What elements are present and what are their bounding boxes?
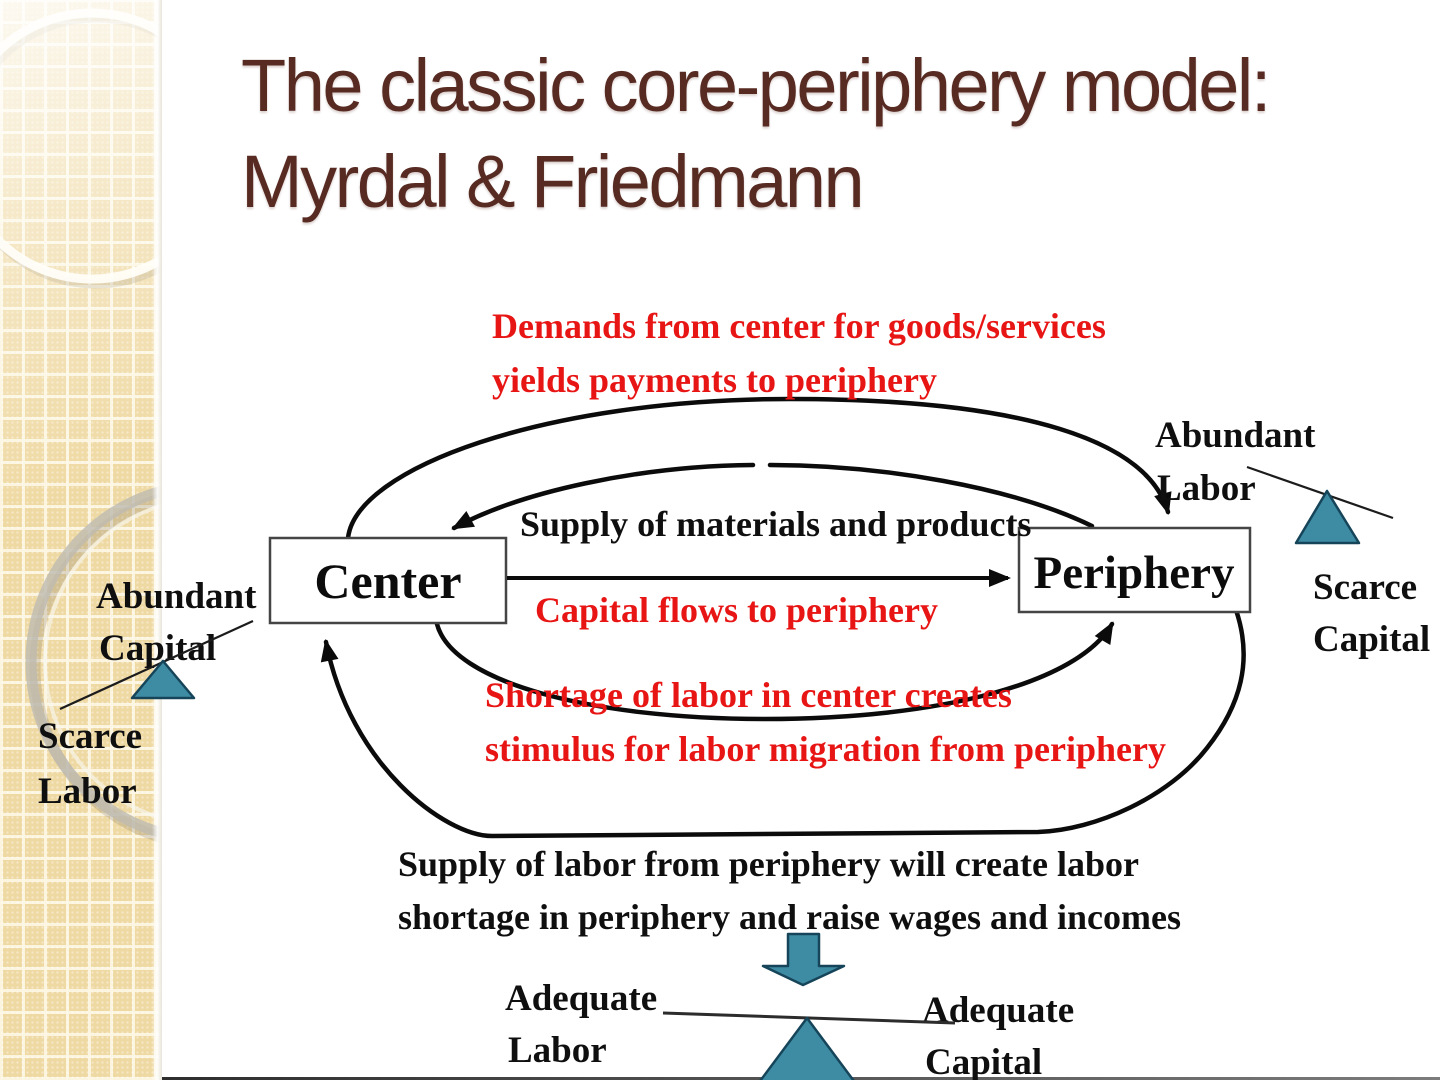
- supply-arrow-right-segment: [767, 462, 1095, 529]
- center-balance-scarce-of: Labor: [38, 771, 137, 812]
- center-node-label: Center: [314, 553, 461, 609]
- slide-title-line1: The classic core-periphery model:: [241, 44, 1271, 127]
- center-balance-abundant-of: Capital: [99, 628, 216, 669]
- periphery-balance-abundant: Abundant: [1155, 415, 1316, 456]
- flow-label-demands-line2: yields payments to periphery: [492, 360, 937, 400]
- sidebar-sheen: [0, 0, 162, 1080]
- center-balance-beam: [59, 619, 254, 711]
- labor-migration-arrow: [434, 621, 1115, 722]
- periphery-balance-beam: [1246, 465, 1394, 520]
- flow-label-migration-line2: stimulus for labor migration from periph…: [485, 729, 1166, 769]
- center-balance-abundant: Abundant: [96, 576, 257, 617]
- flow-label-labor-supply-line2: shortage in periphery and raise wages an…: [398, 897, 1181, 937]
- demands-arrow: [345, 396, 1172, 541]
- equilibrium-left-label2: Labor: [508, 1030, 607, 1071]
- sidebar-decoration: [0, 0, 162, 1080]
- flow-label-capital: Capital flows to periphery: [535, 590, 938, 630]
- equilibrium-down-arrow: [761, 932, 846, 987]
- center-balance-scarce: Scarce: [38, 716, 142, 757]
- flow-label-demands-line1: Demands from center for goods/services: [492, 306, 1106, 346]
- equilibrium-fulcrum-triangle: [759, 1016, 855, 1080]
- center-node-box: [268, 536, 508, 625]
- equilibrium-right-label2: Capital: [925, 1042, 1042, 1080]
- periphery-balance-scarce-of: Capital: [1313, 619, 1430, 660]
- flow-label-labor-supply-line1: Supply of labor from periphery will crea…: [398, 844, 1139, 884]
- periphery-balance-scarce: Scarce: [1313, 567, 1417, 608]
- equilibrium-left-label1: Adequate: [505, 978, 657, 1019]
- center-balance-fulcrum-triangle: [130, 659, 196, 700]
- flow-label-supply-materials: Supply of materials and products: [520, 504, 1031, 544]
- slide-title: The classic core-periphery model: Myrdal…: [241, 38, 1401, 230]
- equilibrium-right-label1: Adequate: [922, 990, 1074, 1031]
- labor-supply-return-arrow: [320, 607, 1246, 839]
- equilibrium-beam: [662, 1011, 956, 1025]
- slide-title-line2: Myrdal & Friedmann: [241, 140, 865, 223]
- supply-arrow-left-segment: [451, 462, 756, 531]
- sidebar-edge: [152, 0, 162, 1080]
- periphery-node-label: Periphery: [1034, 547, 1235, 599]
- flow-label-migration-line1: Shortage of labor in center creates: [485, 675, 1012, 715]
- periphery-balance-fulcrum-triangle: [1294, 489, 1361, 545]
- periphery-node-box: [1017, 526, 1252, 614]
- periphery-balance-abundant-of: Labor: [1157, 468, 1256, 509]
